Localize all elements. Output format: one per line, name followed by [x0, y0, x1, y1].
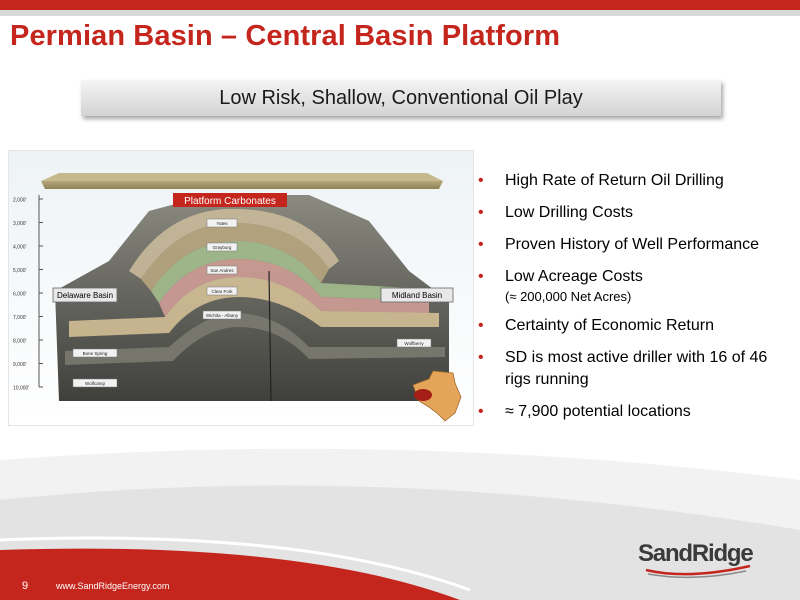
bullet-dot: •: [478, 349, 484, 366]
bullet-text: SD is most active driller with 16 of 46 …: [505, 349, 768, 388]
depth-label: 9,000': [13, 362, 27, 368]
depth-label: 4,000': [13, 245, 27, 251]
depth-label: 7,000': [13, 315, 27, 321]
subtitle-text: Low Risk, Shallow, Conventional Oil Play: [219, 86, 583, 109]
page-number: 9: [22, 580, 29, 592]
band-wichita: [69, 277, 439, 337]
depth-label: 10,000': [13, 386, 29, 392]
bullet-text: ≈ 7,900 potential locations: [505, 403, 691, 420]
bullet-list: • High Rate of Return Oil Drilling • Low D…: [476, 170, 796, 433]
footer-swoosh: [0, 448, 800, 600]
bullet-item: • Proven History of Well Performance: [476, 234, 796, 256]
formation-tag-label: San Andres: [210, 268, 234, 273]
depth-label: 5,000': [13, 268, 27, 274]
band-yates: [129, 208, 339, 279]
band-grayburg: [141, 222, 329, 291]
formation-tag-box: [206, 242, 238, 252]
bullet-text: High Rate of Return Oil Drilling: [505, 172, 724, 189]
bullet-dot: •: [478, 172, 484, 189]
formation-tag-label: Wolfcamp: [85, 381, 105, 386]
sandridge-logo: SandRidge: [638, 540, 756, 580]
formation-tag-label: Bone Spring: [83, 351, 108, 356]
formation-tag-label: Yates: [216, 221, 228, 226]
geologic-cross-section: 2,000' 3,000' 4,000' 5,000' 6,000' 7,000' 8,00…: [9, 151, 473, 425]
subtitle-banner: Low Risk, Shallow, Conventional Oil Play: [81, 80, 721, 116]
midland-basin-box: [380, 287, 454, 303]
bullet-text: Proven History of Well Performance: [505, 236, 760, 253]
top-red-bar: [0, 0, 800, 10]
logo-wordmark: SandRidge: [638, 540, 754, 567]
bullet-text: Low Acreage Costs: [505, 268, 643, 285]
logo-swoosh-icon: [645, 564, 751, 579]
slide-title: Permian Basin – Central Basin Platform: [10, 20, 561, 52]
band-lower: [65, 312, 445, 365]
depth-label: 6,000': [13, 292, 27, 298]
depth-label: 3,000': [13, 221, 27, 227]
surface-slab: [41, 181, 443, 189]
formation-tag-box: [202, 310, 242, 320]
formation-tag-box: [72, 378, 118, 388]
footer-url: www.SandRidgeEnergy.com: [56, 581, 170, 591]
depth-label: 8,000': [13, 339, 27, 345]
formation-tag-label: Clear Fork: [211, 289, 233, 294]
formation-tag-label: Wichita - Albany: [206, 313, 239, 318]
bullet-item: • Low Acreage Costs (≈ 200,000 Net Acres): [476, 266, 796, 305]
bullet-item: • SD is most active driller with 16 of 46…: [476, 347, 796, 391]
top-gray-bar: [0, 10, 800, 16]
bullet-text: Low Drilling Costs: [505, 204, 634, 221]
bullet-item: • Low Drilling Costs: [476, 202, 796, 224]
surface-top: [41, 173, 443, 181]
formation-tag-label: Grayburg: [213, 245, 232, 250]
permian-highlight: [414, 389, 432, 401]
bullet-item: • Certainty of Economic Return: [476, 315, 796, 337]
formation-tag-box: [72, 348, 118, 358]
cross-section-figure: 2,000' 3,000' 4,000' 5,000' 6,000' 7,000' 8,00…: [8, 150, 474, 426]
bullet-dot: •: [478, 403, 484, 420]
bullet-item: • High Rate of Return Oil Drilling: [476, 170, 796, 192]
bullet-dot: •: [478, 268, 484, 285]
delaware-basin-box: [52, 287, 118, 303]
formation-tag-box: [396, 338, 432, 348]
midland-basin-label: Midland Basin: [392, 291, 442, 300]
bullet-dot: •: [478, 317, 484, 334]
bullet-item: • ≈ 7,900 potential locations: [476, 401, 796, 423]
fault-line: [268, 270, 272, 402]
bullet-dot: •: [478, 236, 484, 253]
platform-carbonates-box: [173, 193, 287, 207]
platform-carbonates-label: Platform Carbonates: [184, 196, 276, 207]
bullet-dot: •: [478, 204, 484, 221]
delaware-basin-label: Delaware Basin: [57, 291, 113, 300]
formation-tag-box: [206, 286, 238, 296]
bullet-subtext: (≈ 200,000 Net Acres): [505, 289, 632, 304]
depth-label: 2,000': [13, 198, 27, 204]
formation-tag-label: Wolfberry: [404, 341, 424, 346]
bullet-text: Certainty of Economic Return: [505, 317, 714, 334]
depth-scale: 2,000' 3,000' 4,000' 5,000' 6,000' 7,000' 8,00…: [13, 198, 43, 392]
formation-tag-box: [206, 218, 238, 228]
band-san-andres: [151, 241, 429, 303]
formation-tag-box: [206, 265, 238, 275]
texas-map-icon: [412, 370, 462, 422]
